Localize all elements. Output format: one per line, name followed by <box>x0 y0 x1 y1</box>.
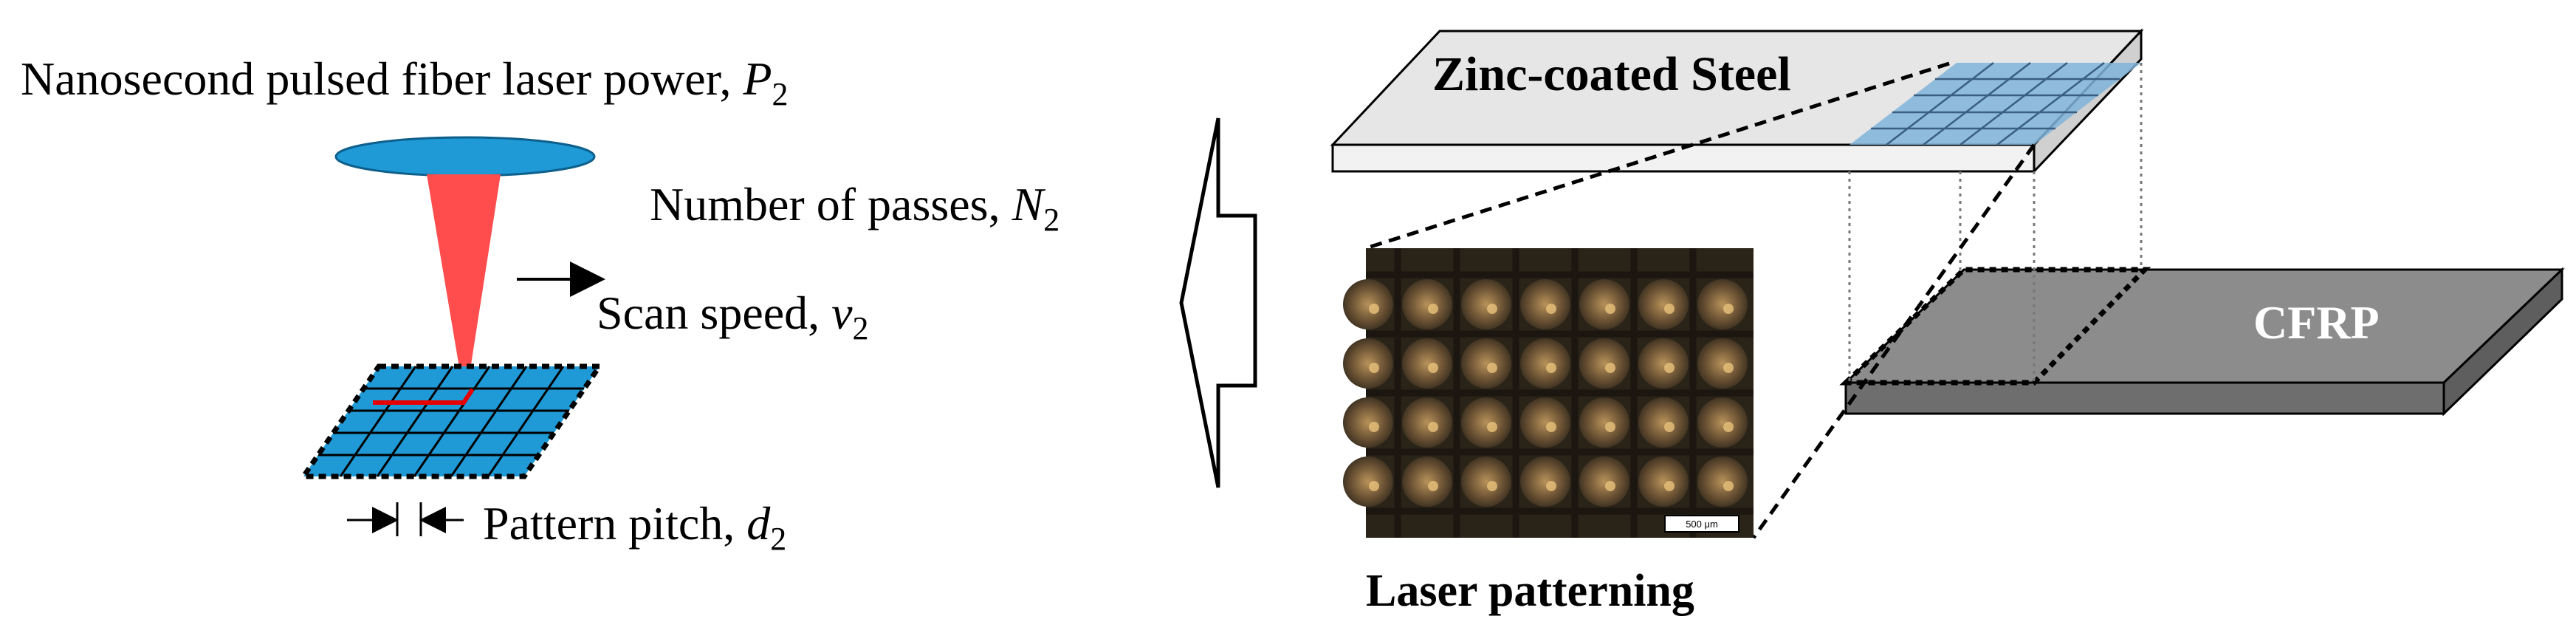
laser-dimple <box>1697 338 1748 389</box>
dimple-highlight <box>1723 422 1734 432</box>
laser-dimple <box>1343 457 1393 507</box>
scale-bar-label: 500 μm <box>1686 519 1718 530</box>
dimple-highlight <box>1487 304 1497 314</box>
pitch-indicator-icon <box>347 502 464 536</box>
laser-dimple <box>1402 457 1452 507</box>
joint-assembly-schematic: Zinc-coated Steel CFR <box>1330 28 2565 616</box>
dimple-highlight <box>1369 363 1379 373</box>
dimple-highlight <box>1369 422 1379 432</box>
dimple-highlight <box>1546 304 1556 314</box>
laser-dimple <box>1697 457 1748 507</box>
laser-dimple <box>1638 457 1689 507</box>
laser-dimple <box>1461 338 1511 389</box>
dimple-highlight <box>1546 363 1556 373</box>
laser-dimple <box>1638 397 1689 448</box>
dimple-highlight <box>1487 422 1497 432</box>
laser-power-label: Nanosecond pulsed fiber laser power, P2 <box>21 52 789 112</box>
dimple-highlight <box>1428 304 1438 314</box>
process-direction-arrow-icon <box>1179 117 1257 488</box>
projection-lines <box>1848 63 2143 383</box>
laser-dimple <box>1461 279 1511 329</box>
zinc-coated-steel-plate: Zinc-coated Steel <box>1330 28 2144 174</box>
laser-dimple <box>1638 338 1689 389</box>
dimple-highlight <box>1546 422 1556 432</box>
dimple-highlight <box>1546 481 1556 491</box>
laser-dimple <box>1697 397 1748 448</box>
dimple-highlight <box>1428 363 1438 373</box>
dimple-highlight <box>1664 481 1675 491</box>
pattern-grid-patch <box>298 363 605 479</box>
dimple-highlight <box>1428 481 1438 491</box>
scan-speed-label: Scan speed, v2 <box>597 287 869 346</box>
dimple-highlight <box>1487 363 1497 373</box>
laser-dimple <box>1697 279 1748 329</box>
laser-dimple <box>1638 279 1689 329</box>
micrograph-caption: Laser patterning <box>1366 566 1694 616</box>
laser-dimple <box>1520 457 1570 507</box>
laser-dimple <box>1402 279 1452 329</box>
dimple-highlight <box>1605 481 1615 491</box>
laser-dimple <box>1579 397 1629 448</box>
laser-dimple <box>1520 338 1570 389</box>
dimple-highlight <box>1369 481 1379 491</box>
laser-dimple <box>1402 397 1452 448</box>
dimple-highlight <box>1487 481 1497 491</box>
laser-dimple <box>1343 338 1393 389</box>
dimple-highlight <box>1664 422 1675 432</box>
laser-beam-icon <box>427 174 501 403</box>
number-of-passes-label: Number of passes, N2 <box>650 178 1059 238</box>
laser-dimple <box>1461 397 1511 448</box>
dimple-highlight <box>1605 363 1615 373</box>
cfrp-plate: CFRP <box>1839 267 2565 417</box>
focusing-lens-icon <box>334 136 596 177</box>
laser-dimple <box>1343 397 1393 448</box>
laser-dimple <box>1579 279 1629 329</box>
scale-bar <box>1664 515 1739 533</box>
laser-dimple <box>1579 338 1629 389</box>
laser-dimple <box>1461 457 1511 507</box>
micrograph-image: 500 μm <box>1343 248 1754 538</box>
laser-dimple <box>1343 279 1393 329</box>
pattern-pitch-label: Pattern pitch, d2 <box>483 497 786 557</box>
dimple-highlight <box>1664 304 1675 314</box>
steel-label: Zinc-coated Steel <box>1432 47 1791 101</box>
dimple-highlight <box>1428 422 1438 432</box>
zoom-lines <box>1365 61 2036 539</box>
laser-dimple <box>1402 338 1452 389</box>
patterned-region <box>1849 62 2141 146</box>
laser-dimple <box>1579 457 1629 507</box>
dimple-highlight <box>1723 363 1734 373</box>
dimple-highlight <box>1664 363 1675 373</box>
laser-dimple <box>1520 279 1570 329</box>
laser-setup-schematic: Nanosecond pulsed fiber laser power, P2 … <box>21 52 1059 557</box>
dimple-highlight <box>1723 481 1734 491</box>
dimple-highlight <box>1369 304 1379 314</box>
dimple-highlight <box>1605 422 1615 432</box>
cfrp-label: CFRP <box>2253 296 2380 349</box>
dimple-highlight <box>1605 304 1615 314</box>
laser-dimple <box>1520 397 1570 448</box>
dimple-highlight <box>1723 304 1734 314</box>
